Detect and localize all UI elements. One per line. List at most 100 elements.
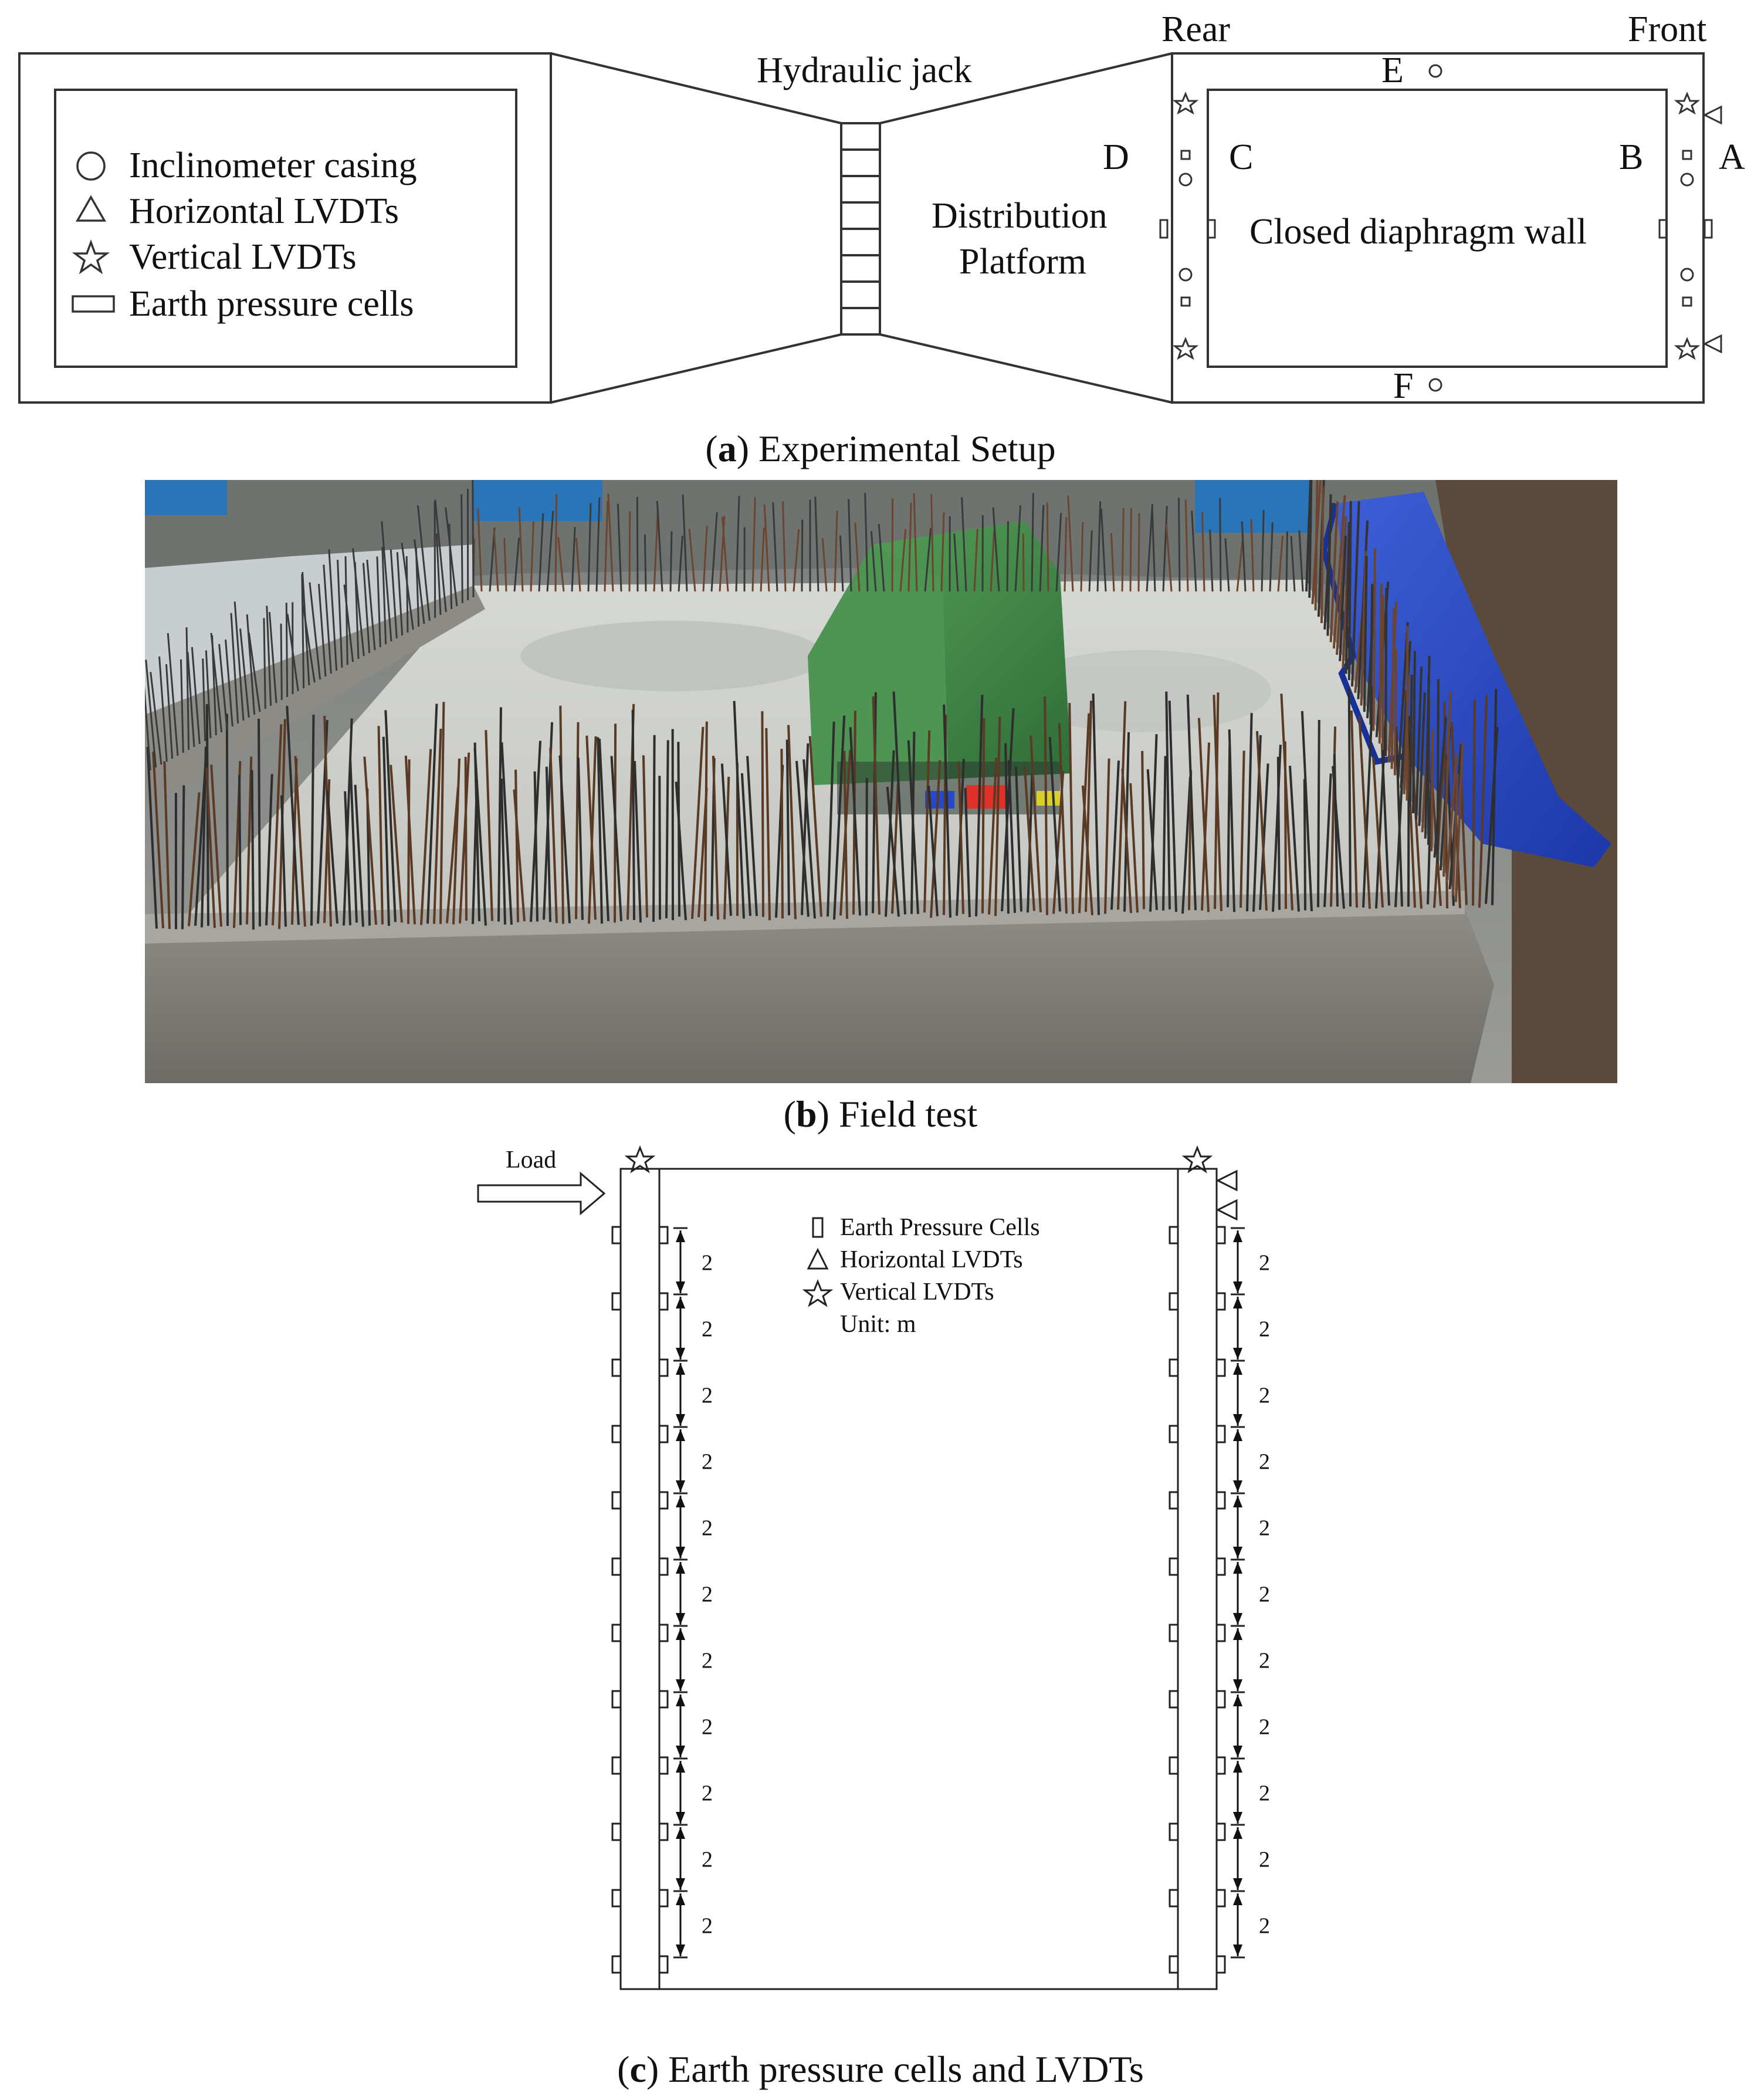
legend-box — [54, 89, 517, 368]
dimension-arrow-down-icon — [1233, 1348, 1242, 1360]
dimension-arrow-up-icon — [676, 1363, 685, 1375]
inclinometer-E-icon — [1428, 64, 1442, 78]
earth-pressure-cell-icon — [611, 1756, 622, 1775]
earth-pressure-cell-icon — [1215, 1491, 1226, 1510]
dimension-arrow-up-icon — [1233, 1827, 1242, 1839]
unit-label: Unit: m — [840, 1311, 916, 1338]
earth-pressure-cell-icon — [1215, 1690, 1226, 1709]
left-reaction-block — [18, 52, 552, 404]
horizontal-lvdt-bottom-icon — [1215, 1199, 1238, 1221]
earth-pressure-cell-icon — [1169, 1491, 1179, 1510]
caption-c: (c) Earth pressure cells and LVDTs — [617, 2048, 1144, 2090]
earth-pressure-cell-icon — [1215, 1756, 1226, 1775]
earth-pressure-cell-rear-outer-icon — [1159, 219, 1169, 239]
triangle-icon — [807, 1247, 829, 1270]
earth-pressure-cell-icon — [658, 1624, 669, 1642]
test-pit-outline — [1171, 52, 1705, 404]
earth-pressure-cell-icon — [611, 1358, 622, 1377]
dimension-arrow-down-icon — [1233, 1547, 1242, 1558]
earth-pressure-cell-icon — [611, 1690, 622, 1709]
spacing-label: 2 — [1259, 1251, 1270, 1276]
dimension-arrow-up-icon — [1233, 1761, 1242, 1773]
vertical-lvdt-rear-top-icon — [1172, 92, 1199, 115]
dimension-arrow-down-icon — [676, 1945, 685, 1956]
dimension-arrow-up-icon — [676, 1628, 685, 1640]
inclinometer-icon — [1680, 173, 1694, 187]
spacing-label: 2 — [702, 1582, 713, 1607]
earth-pressure-cell-icon — [611, 1226, 622, 1245]
dimension-arrow-down-icon — [676, 1679, 685, 1691]
dimension-arrow-up-icon — [676, 1496, 685, 1507]
field-test-photo — [145, 480, 1617, 1083]
point-label-D: D — [1103, 137, 1129, 177]
earth-pressure-cell-icon — [1180, 296, 1191, 307]
caption-b: (b) Field test — [783, 1093, 978, 1135]
dimension-arrow-up-icon — [676, 1230, 685, 1242]
star-icon — [72, 239, 110, 275]
hydraulic-jack-label: Hydraulic jack — [757, 50, 972, 90]
point-label-C: C — [1229, 137, 1253, 177]
dimension-arrow-down-icon — [1233, 1746, 1242, 1757]
earth-pressure-cells-lvdts-diagram: Load Earth Pressure Cells Horizontal LVD… — [477, 1145, 1270, 1990]
distribution-platform-label-1: Distribution — [932, 196, 1108, 236]
spacing-label: 2 — [1259, 1384, 1270, 1408]
horizontal-lvdt-front-top-icon — [1702, 105, 1722, 125]
diaphragm-wall-face — [145, 908, 1494, 1083]
earth-pressure-cell-icon — [658, 1491, 669, 1510]
dimension-arrow-up-icon — [676, 1893, 685, 1905]
wall-label: Closed diaphragm wall — [1249, 212, 1587, 252]
earth-pressure-cell-icon — [1169, 1822, 1179, 1841]
dimension-arrow-down-icon — [676, 1547, 685, 1558]
dimension-arrow-up-icon — [1233, 1562, 1242, 1574]
spacing-label: 2 — [702, 1317, 713, 1342]
earth-pressure-cell-icon — [1169, 1955, 1179, 1974]
spacing-label: 2 — [702, 1715, 713, 1740]
earth-pressure-cell-icon — [1169, 1756, 1179, 1775]
inclinometer-F-icon — [1428, 378, 1442, 392]
vertical-lvdt-rear-bottom-icon — [1172, 337, 1199, 360]
dimension-arrow-up-icon — [676, 1827, 685, 1839]
earth-pressure-cell-icon — [658, 1358, 669, 1377]
earth-pressure-cell-icon — [1169, 1292, 1179, 1311]
earth-pressure-cell-icon — [1169, 1358, 1179, 1377]
vertical-lvdt-front-top-icon — [1674, 92, 1701, 115]
rebar-strands — [145, 480, 1499, 930]
earth-pressure-cell-icon — [1215, 1624, 1226, 1642]
load-arrow-icon — [477, 1171, 606, 1216]
inclinometer-icon — [1680, 268, 1694, 282]
legend-horizontal-lvdt-label: Horizontal LVDTs — [129, 191, 399, 231]
earth-pressure-cell-icon — [611, 1557, 622, 1576]
legend-horizontal-lvdt-label: Horizontal LVDTs — [840, 1246, 1023, 1273]
dimension-arrow-up-icon — [676, 1562, 685, 1574]
dimension-arrow-up-icon — [676, 1429, 685, 1441]
spacing-label: 2 — [1259, 1715, 1270, 1740]
earth-pressure-cell-icon — [611, 1624, 622, 1642]
earth-pressure-cell-icon — [658, 1557, 669, 1576]
horizontal-lvdt-front-bottom-icon — [1702, 334, 1722, 354]
earth-pressure-cell-icon — [658, 1889, 669, 1908]
earth-pressure-cell-icon — [1169, 1557, 1179, 1576]
right-wall-panel — [1177, 1168, 1218, 1990]
circle-icon — [76, 151, 106, 181]
spacing-label: 2 — [702, 1848, 713, 1872]
inclinometer-icon — [1178, 173, 1193, 187]
spacing-label: 2 — [702, 1781, 713, 1806]
earth-pressure-cell-icon — [1215, 1425, 1226, 1443]
earth-pressure-cell-front-outer-icon — [1704, 219, 1713, 239]
dimension-arrow-down-icon — [1233, 1945, 1242, 1956]
rear-label: Rear — [1161, 9, 1230, 49]
earth-pressure-cell-icon — [611, 1889, 622, 1908]
vertical-lvdt-right-icon — [1181, 1145, 1213, 1174]
earth-pressure-cell-icon — [1682, 296, 1692, 307]
earth-pressure-cell-icon — [658, 1822, 669, 1841]
dimension-arrow-up-icon — [676, 1297, 685, 1308]
earth-pressure-cell-icon — [1215, 1292, 1226, 1311]
earth-pressure-cell-icon — [611, 1425, 622, 1443]
dimension-arrow-down-icon — [676, 1878, 685, 1890]
dimension-arrow-down-icon — [676, 1746, 685, 1757]
earth-pressure-cell-rear-inner-icon — [1207, 219, 1216, 239]
earth-pressure-cell-icon — [1215, 1557, 1226, 1576]
spacing-label: 2 — [1259, 1914, 1270, 1939]
earth-pressure-cell-icon — [658, 1955, 669, 1974]
horizontal-lvdt-top-icon — [1215, 1169, 1238, 1192]
